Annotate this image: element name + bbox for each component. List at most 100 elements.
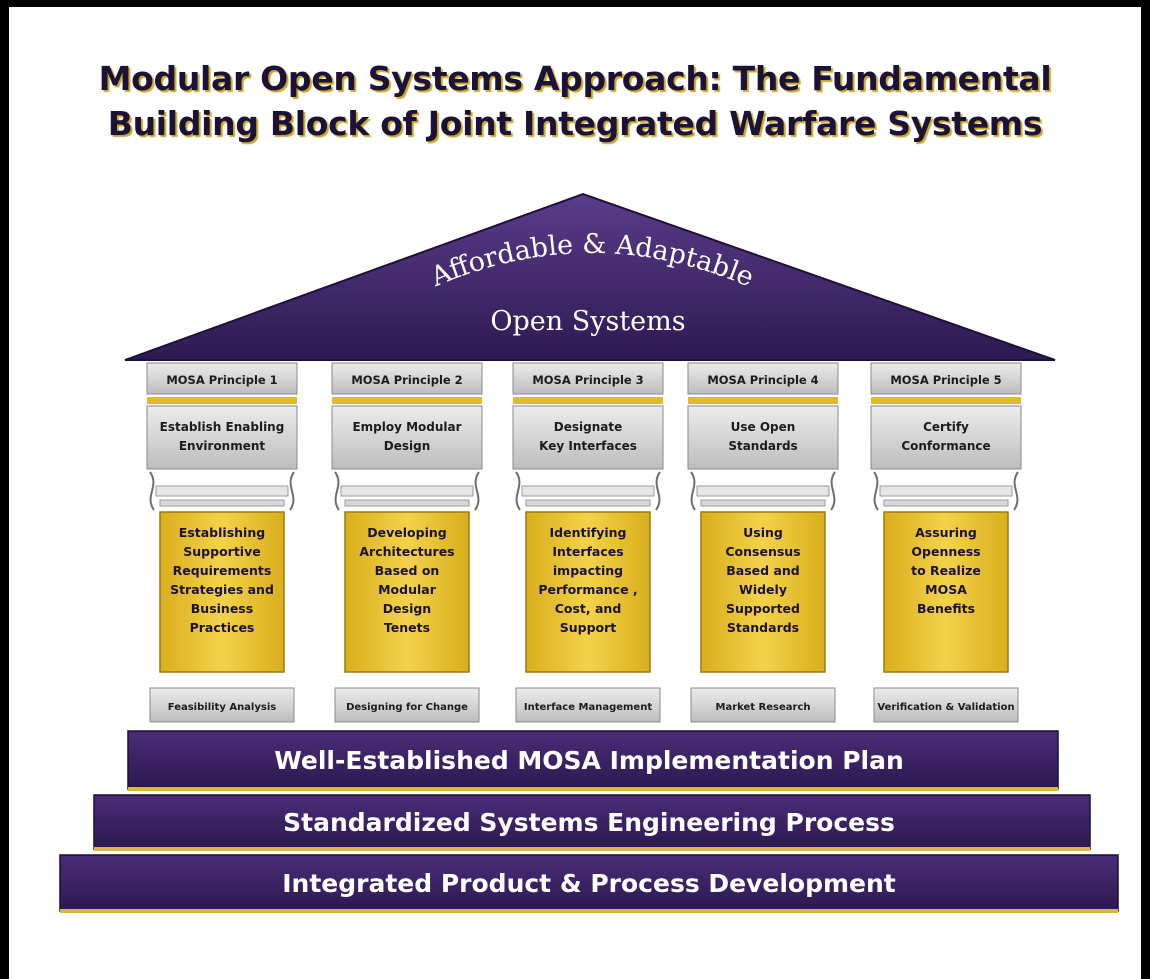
capital-band (340, 485, 474, 497)
gold-band (871, 397, 1021, 404)
shaft-label-line: Support (560, 620, 617, 635)
pillar-shaft (159, 511, 285, 673)
shaft-label-line: Interfaces (552, 544, 623, 559)
action-block (146, 405, 298, 470)
capital-scroll-right (830, 471, 836, 511)
gold-band (332, 397, 482, 404)
action-label-line: Standards (728, 439, 797, 453)
pillars-group: MOSA Principle 1 Establish EnablingEnviro… (146, 362, 1022, 723)
pillar-base-block (334, 687, 480, 723)
capital-scroll-left (873, 471, 879, 511)
step-gold-edge (60, 909, 1118, 913)
pillar-base-block (873, 687, 1019, 723)
shaft-label-line: Business (191, 601, 253, 616)
action-label-line: Establish Enabling (160, 420, 285, 434)
pillar-shaft (883, 511, 1009, 673)
principle-header-block (870, 362, 1022, 395)
action-label-line: Use Open (731, 420, 796, 434)
principle-header-block (687, 362, 839, 395)
shaft-label-line: Consensus (725, 544, 800, 559)
gold-band (147, 397, 297, 404)
capital-scroll-right (474, 471, 480, 511)
pillar-5: MOSA Principle 5 CertifyConformanceAssuri… (870, 362, 1022, 723)
principle-header-block (331, 362, 483, 395)
step-gold-edge (94, 847, 1090, 851)
capital-scroll-right (1013, 471, 1019, 511)
principle-label: MOSA Principle 2 (351, 373, 462, 387)
capital-neck (883, 499, 1009, 507)
gold-band (513, 397, 663, 404)
shaft-label-line: Requirements (173, 563, 272, 578)
step-label: Standardized Systems Engineering Process (283, 808, 895, 837)
shaft-label-line: Based on (375, 563, 440, 578)
principle-label: MOSA Principle 3 (532, 373, 643, 387)
capital-scroll-left (149, 471, 155, 511)
pillar-base-label: Feasibility Analysis (168, 702, 276, 713)
shaft-label-line: Establishing (179, 525, 265, 540)
shaft-label-line: Based and (726, 563, 799, 578)
shaft-label-line: Design (383, 601, 431, 616)
capital-scroll-right (655, 471, 661, 511)
shaft-label-line: Assuring (915, 525, 977, 540)
action-label-line: Key Interfaces (539, 439, 637, 453)
capital-scroll-right (289, 471, 295, 511)
step-block (59, 854, 1119, 912)
shaft-label-line: Supported (726, 601, 800, 616)
shaft-label-line: Tenets (384, 620, 430, 635)
capital-band (696, 485, 830, 497)
principle-label: MOSA Principle 1 (166, 373, 277, 387)
capital-neck (700, 499, 826, 507)
pillar-base-block (149, 687, 295, 723)
action-block (512, 405, 664, 470)
principle-header-block (146, 362, 298, 395)
action-block (331, 405, 483, 470)
capital-band (521, 485, 655, 497)
pillar-1: MOSA Principle 1 Establish EnablingEnviro… (146, 362, 298, 723)
roof-label-line-2: Open Systems (490, 306, 685, 337)
action-label-line: Conformance (901, 439, 990, 453)
step-label: Integrated Product & Process Development (282, 869, 896, 898)
foundation-step-2: Standardized Systems Engineering Process (93, 794, 1091, 851)
shaft-label-line: Cost, and (555, 601, 622, 616)
pillar-shaft (700, 511, 826, 673)
pillar-base-block (690, 687, 836, 723)
shaft-label-line: Standards (727, 620, 799, 635)
shaft-label-line: Widely (739, 582, 787, 597)
shaft-label-line: Strategies and (170, 582, 274, 597)
foundation-steps: Well-Established MOSA Implementation Pla… (59, 730, 1119, 913)
pillar-shaft (344, 511, 470, 673)
capital-neck (525, 499, 651, 507)
shaft-label-line: Openness (911, 544, 980, 559)
foundation-step-3: Integrated Product & Process Development (59, 854, 1119, 913)
action-label-line: Certify (923, 420, 969, 434)
title-line-1: Modular Open Systems Approach: The Funda… (98, 59, 1052, 98)
action-label-line: Environment (179, 439, 266, 453)
step-block (93, 794, 1091, 850)
diagram-title: Modular Open Systems Approach: The Funda… (0, 56, 1150, 146)
principle-label: MOSA Principle 5 (890, 373, 1001, 387)
pillar-base-label: Interface Management (524, 702, 652, 713)
step-gold-edge (128, 787, 1058, 791)
step-label: Well-Established MOSA Implementation Pla… (274, 746, 904, 775)
pillar-base-label: Verification & Validation (877, 702, 1014, 713)
shaft-label-line: to Realize (911, 563, 981, 578)
capital-band (155, 485, 289, 497)
pillar-base-label: Designing for Change (346, 702, 468, 713)
pillar-base-block (515, 687, 661, 723)
capital-neck (159, 499, 285, 507)
shaft-label-line: Modular (378, 582, 437, 597)
action-label-line: Design (384, 439, 431, 453)
gold-band (688, 397, 838, 404)
shaft-label-line: Practices (190, 620, 255, 635)
shaft-label-line: impacting (553, 563, 623, 578)
shaft-label-line: Identifying (550, 525, 627, 540)
capital-scroll-left (690, 471, 696, 511)
shaft-label-line: Architectures (359, 544, 454, 559)
capital-scroll-left (334, 471, 340, 511)
action-block (870, 405, 1022, 470)
action-block (687, 405, 839, 470)
shaft-label-line: Benefits (917, 601, 975, 616)
